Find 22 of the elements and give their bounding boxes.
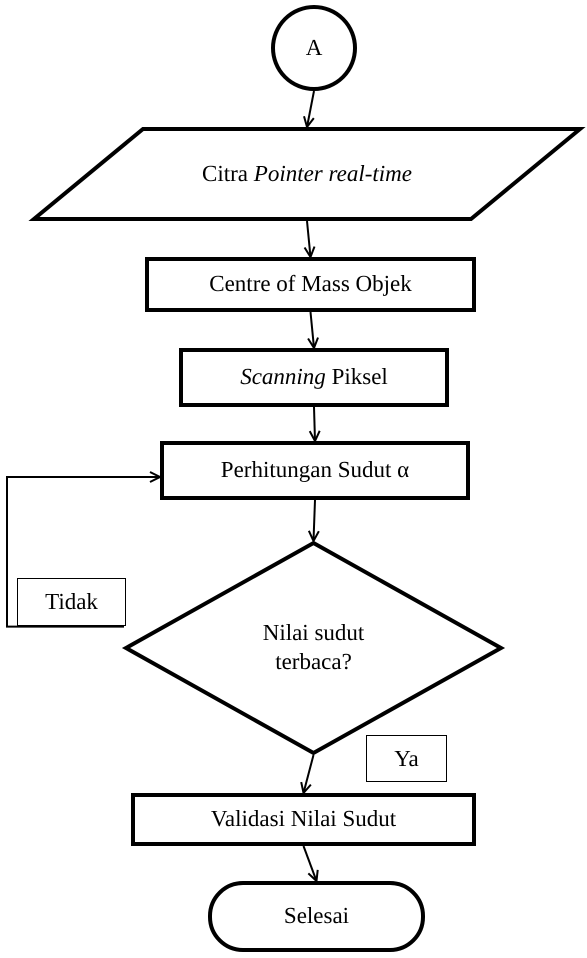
process-box — [160, 441, 470, 500]
arrow — [308, 500, 320, 542]
node-text: Nilai sudut terbaca? — [262, 619, 366, 676]
arrow — [308, 406, 321, 442]
node-text: Selesai — [284, 902, 350, 930]
process-box — [131, 793, 476, 846]
node-text: Scanning Piksel — [240, 363, 388, 392]
arrow — [302, 846, 319, 882]
node-text: Perhitungan Sudut α — [220, 456, 410, 484]
arrow — [6, 471, 161, 628]
arrow — [307, 312, 319, 349]
edge-label: Tidak — [17, 578, 126, 626]
node-text: Centre of Mass Objek — [209, 270, 412, 298]
node-text: A — [306, 34, 322, 62]
arrow — [300, 754, 314, 794]
arrow — [303, 90, 315, 128]
process-box — [145, 257, 476, 312]
node-text: Validasi Nilai Sudut — [210, 805, 396, 834]
connector-circle — [271, 5, 357, 91]
edge-label: Ya — [366, 735, 447, 782]
process-box — [179, 348, 449, 407]
arrow — [304, 220, 316, 258]
